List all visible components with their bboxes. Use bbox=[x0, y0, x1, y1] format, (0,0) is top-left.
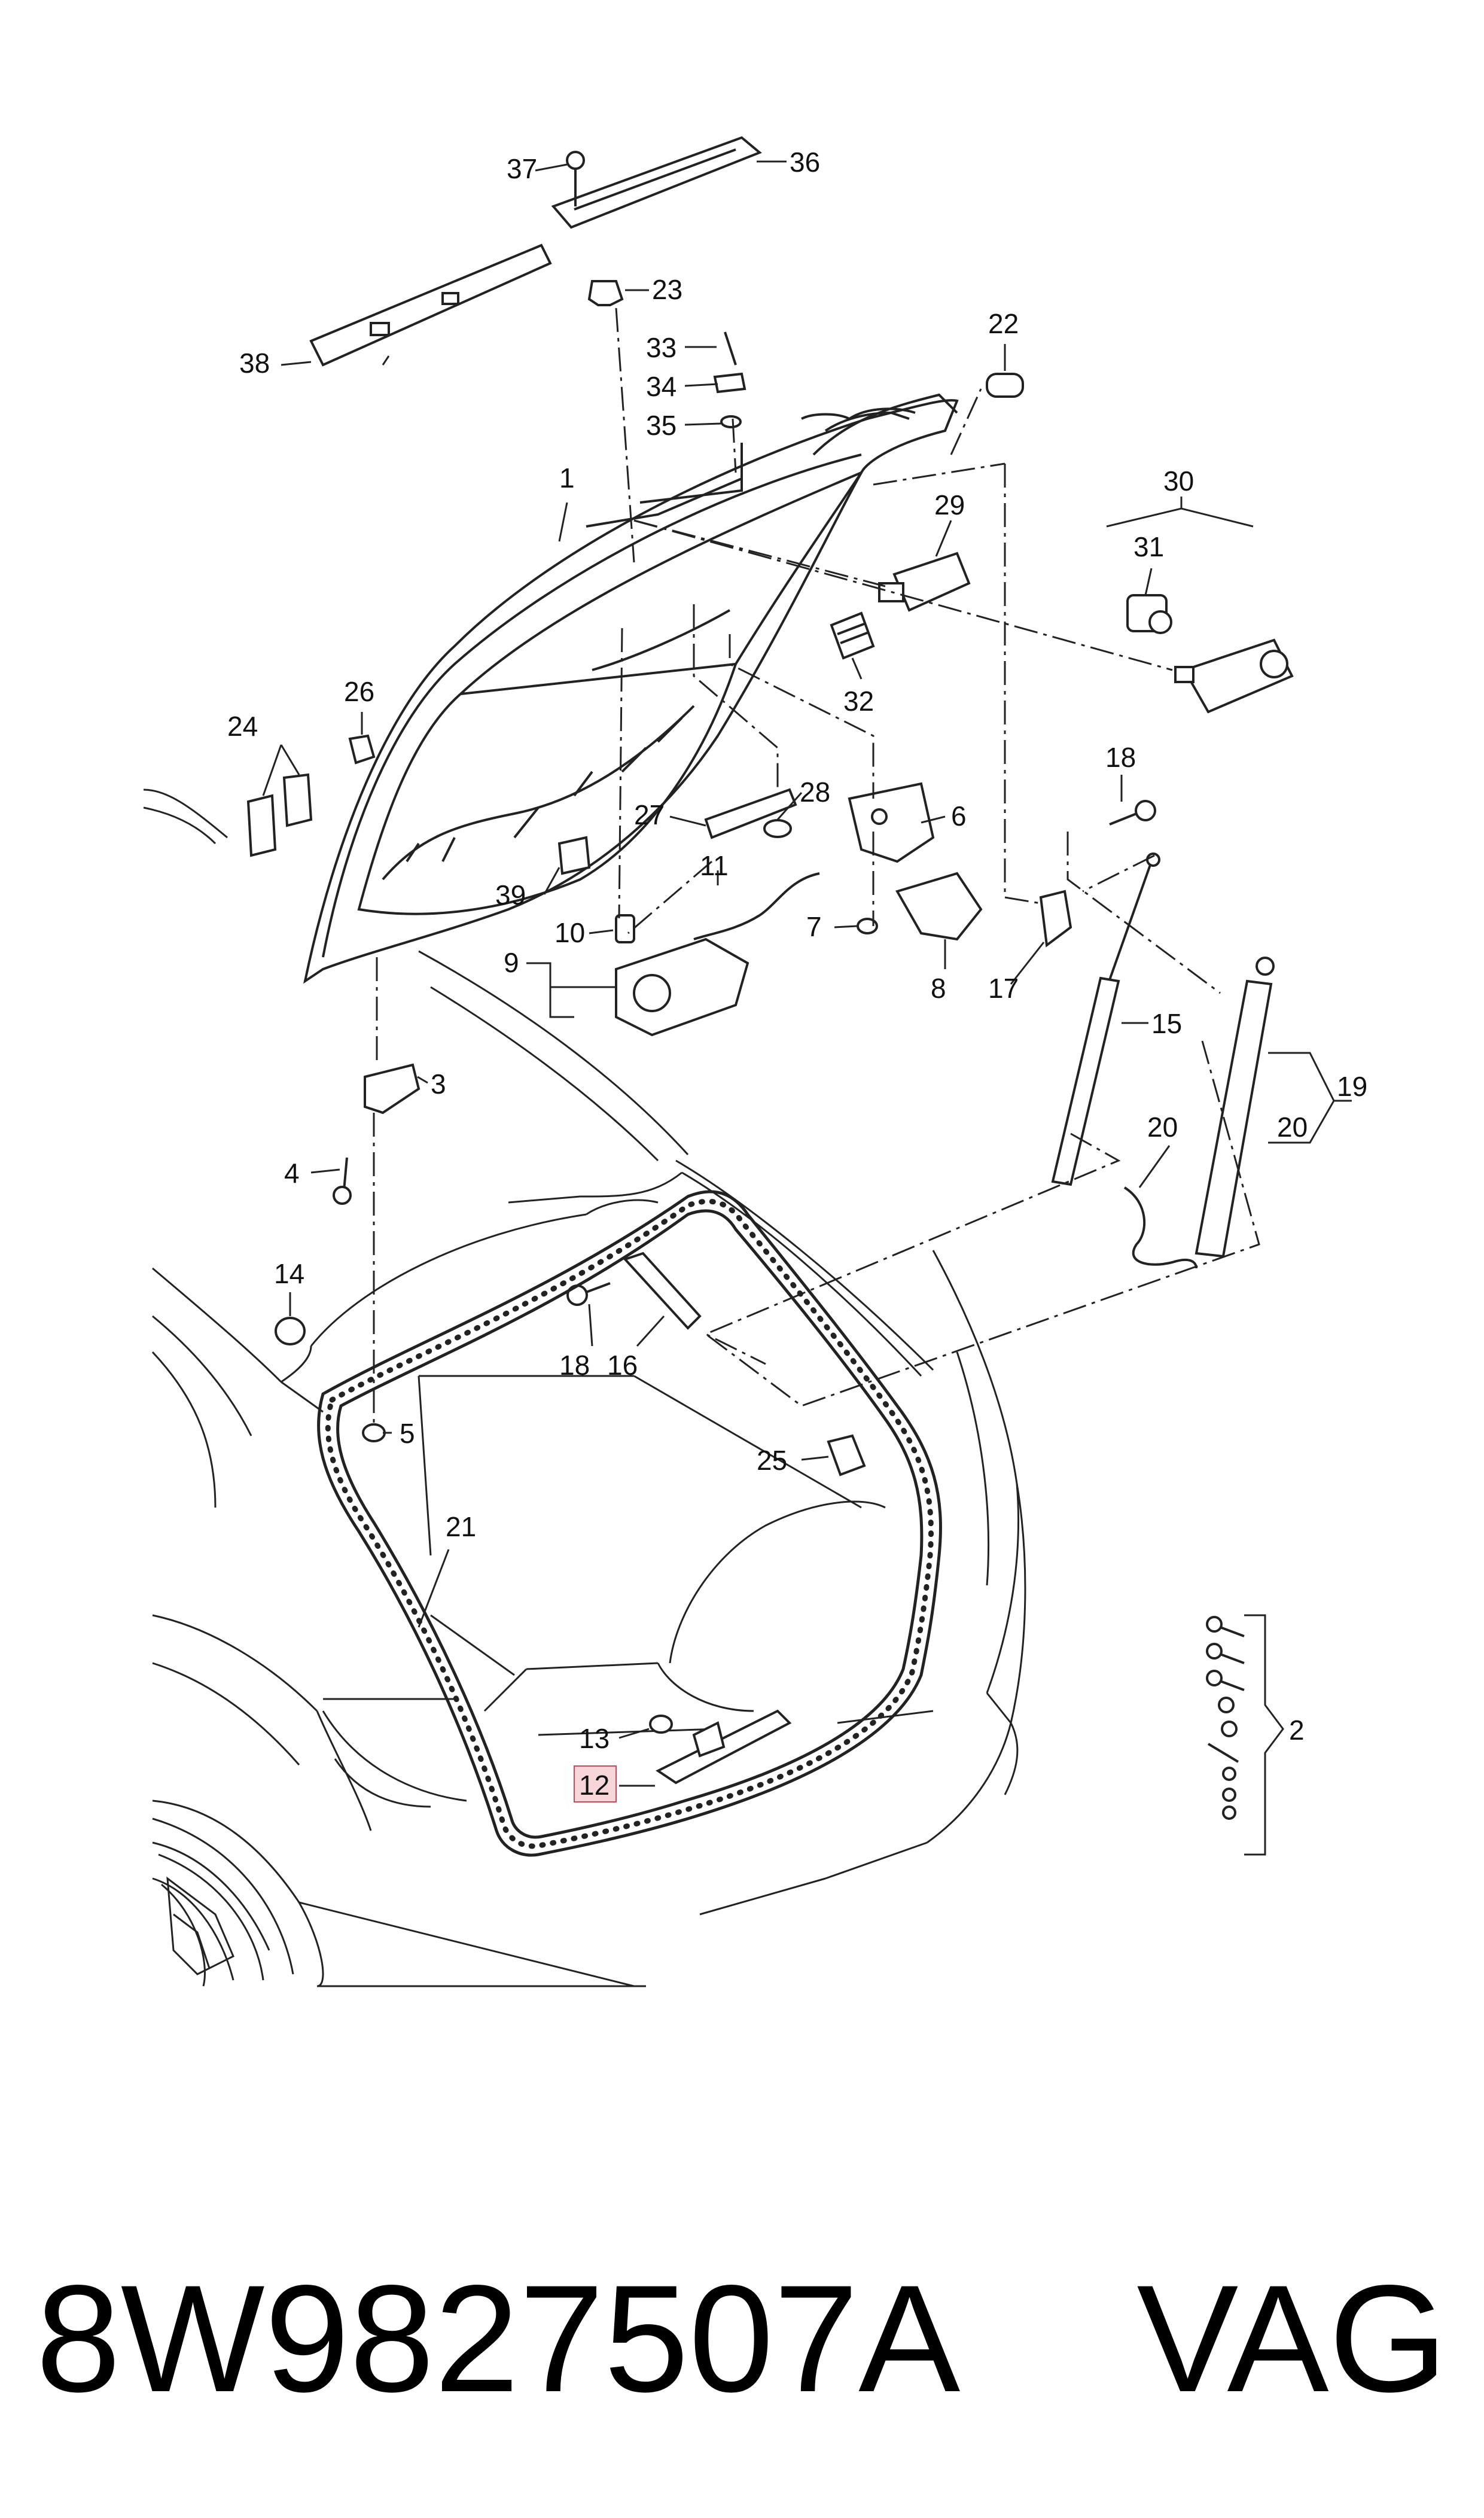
part-18-screw-bottom bbox=[566, 1282, 611, 1306]
part-21-door-seal bbox=[317, 1190, 942, 1857]
callout-30: 30 bbox=[1163, 465, 1194, 497]
callout-22: 22 bbox=[988, 308, 1019, 339]
callout-25: 25 bbox=[757, 1445, 787, 1476]
dash-dot-lines bbox=[373, 307, 1260, 1424]
callout-31: 31 bbox=[1133, 531, 1164, 562]
part-30-camera-assembly bbox=[1174, 638, 1294, 714]
tailgate-panel bbox=[303, 393, 959, 984]
part-11-cable bbox=[693, 872, 820, 940]
part-2-fastener-set bbox=[1206, 1616, 1245, 1820]
callout-11: 11 bbox=[700, 850, 729, 881]
part-39-clip bbox=[557, 836, 591, 875]
callout-36: 36 bbox=[790, 147, 820, 178]
callout-14: 14 bbox=[274, 1258, 304, 1289]
callout-38: 38 bbox=[239, 348, 270, 379]
callout-20: 20 bbox=[1147, 1112, 1178, 1143]
part-15-gas-strut bbox=[1051, 852, 1160, 1186]
part-12-striker bbox=[656, 1709, 792, 1785]
callout-4: 4 bbox=[284, 1158, 300, 1189]
part-10-connector bbox=[615, 914, 635, 943]
callout-13: 13 bbox=[579, 1723, 610, 1754]
callout-2: 2 bbox=[1289, 1715, 1305, 1746]
callout-33: 33 bbox=[646, 332, 677, 363]
callout-7: 7 bbox=[806, 911, 822, 942]
callout-15: 15 bbox=[1151, 1008, 1182, 1039]
callout-10: 10 bbox=[554, 917, 585, 948]
part-4-bolt bbox=[333, 1157, 352, 1205]
part-5-nut bbox=[362, 1423, 386, 1442]
part-29-switch bbox=[878, 552, 971, 612]
part-16-check-strap bbox=[623, 1252, 702, 1330]
hatch-background-lines bbox=[143, 788, 228, 845]
callout-29: 29 bbox=[934, 489, 965, 520]
callout-37: 37 bbox=[507, 153, 537, 184]
callout-6: 6 bbox=[951, 800, 967, 832]
part-18-screw-top bbox=[1109, 800, 1156, 826]
part-23-clip bbox=[587, 280, 624, 306]
part-33-35-fasteners bbox=[713, 331, 746, 428]
part-7-nut bbox=[857, 918, 878, 934]
highlight-box-12 bbox=[574, 1765, 617, 1803]
callout-32: 32 bbox=[843, 686, 874, 717]
callout-5: 5 bbox=[400, 1418, 415, 1449]
callout-20-right: 20 bbox=[1277, 1112, 1308, 1143]
callout-3: 3 bbox=[431, 1068, 446, 1100]
leader-lines bbox=[262, 160, 1352, 1856]
callout-24: 24 bbox=[227, 711, 258, 742]
callout-12: 12 bbox=[579, 1770, 610, 1801]
callout-19: 19 bbox=[1337, 1071, 1367, 1102]
part-3-hinge bbox=[364, 1063, 420, 1115]
part-22-cap bbox=[986, 373, 1024, 398]
part-6-lock-latch bbox=[848, 782, 935, 863]
footer-part-info: 8W9827507A VAG bbox=[36, 2249, 1448, 2429]
part-32-label bbox=[830, 611, 875, 660]
part-36-cover-plate bbox=[551, 136, 762, 229]
callout-18-bottom: 18 bbox=[559, 1350, 590, 1381]
callout-9: 9 bbox=[504, 947, 519, 978]
part-37-screw bbox=[566, 151, 585, 206]
callout-18-top: 18 bbox=[1105, 742, 1136, 773]
callout-27: 27 bbox=[634, 799, 665, 830]
part-26-bumper bbox=[348, 734, 376, 765]
part-13-nut bbox=[649, 1715, 673, 1734]
part-20-wiring bbox=[1123, 1186, 1197, 1269]
callout-17: 17 bbox=[988, 973, 1019, 1004]
part-8-striker-cover bbox=[895, 872, 983, 941]
callout-39: 39 bbox=[495, 879, 526, 911]
part-31-camera bbox=[1126, 594, 1172, 634]
callout-26: 26 bbox=[344, 676, 374, 707]
part-25-buffer bbox=[827, 1434, 866, 1476]
part-17-bracket bbox=[1039, 890, 1072, 948]
car-body-outline bbox=[151, 950, 1026, 1987]
part-28-nut bbox=[763, 819, 792, 838]
part-number: 8W9827507A bbox=[36, 2254, 961, 2424]
part-24-gaskets bbox=[246, 773, 313, 857]
part-14-cap bbox=[275, 1317, 306, 1345]
callout-labels: 37 36 23 38 33 34 35 22 1 29 30 31 32 26… bbox=[227, 147, 1367, 1801]
callout-21: 21 bbox=[446, 1511, 476, 1542]
callout-23: 23 bbox=[652, 274, 682, 305]
brand-name: VAG bbox=[1136, 2254, 1448, 2424]
callout-1: 1 bbox=[559, 462, 575, 494]
part-38-trim-strip bbox=[309, 243, 552, 367]
part-19-powered-strut bbox=[1194, 957, 1275, 1258]
callout-35: 35 bbox=[646, 410, 677, 441]
callout-28: 28 bbox=[800, 777, 830, 808]
callout-34: 34 bbox=[646, 371, 677, 402]
rear-wheel bbox=[152, 1817, 294, 1981]
callout-8: 8 bbox=[931, 973, 946, 1004]
part-27-bracket bbox=[704, 788, 797, 839]
part-9-motor bbox=[615, 937, 749, 1037]
callout-16: 16 bbox=[607, 1350, 638, 1381]
